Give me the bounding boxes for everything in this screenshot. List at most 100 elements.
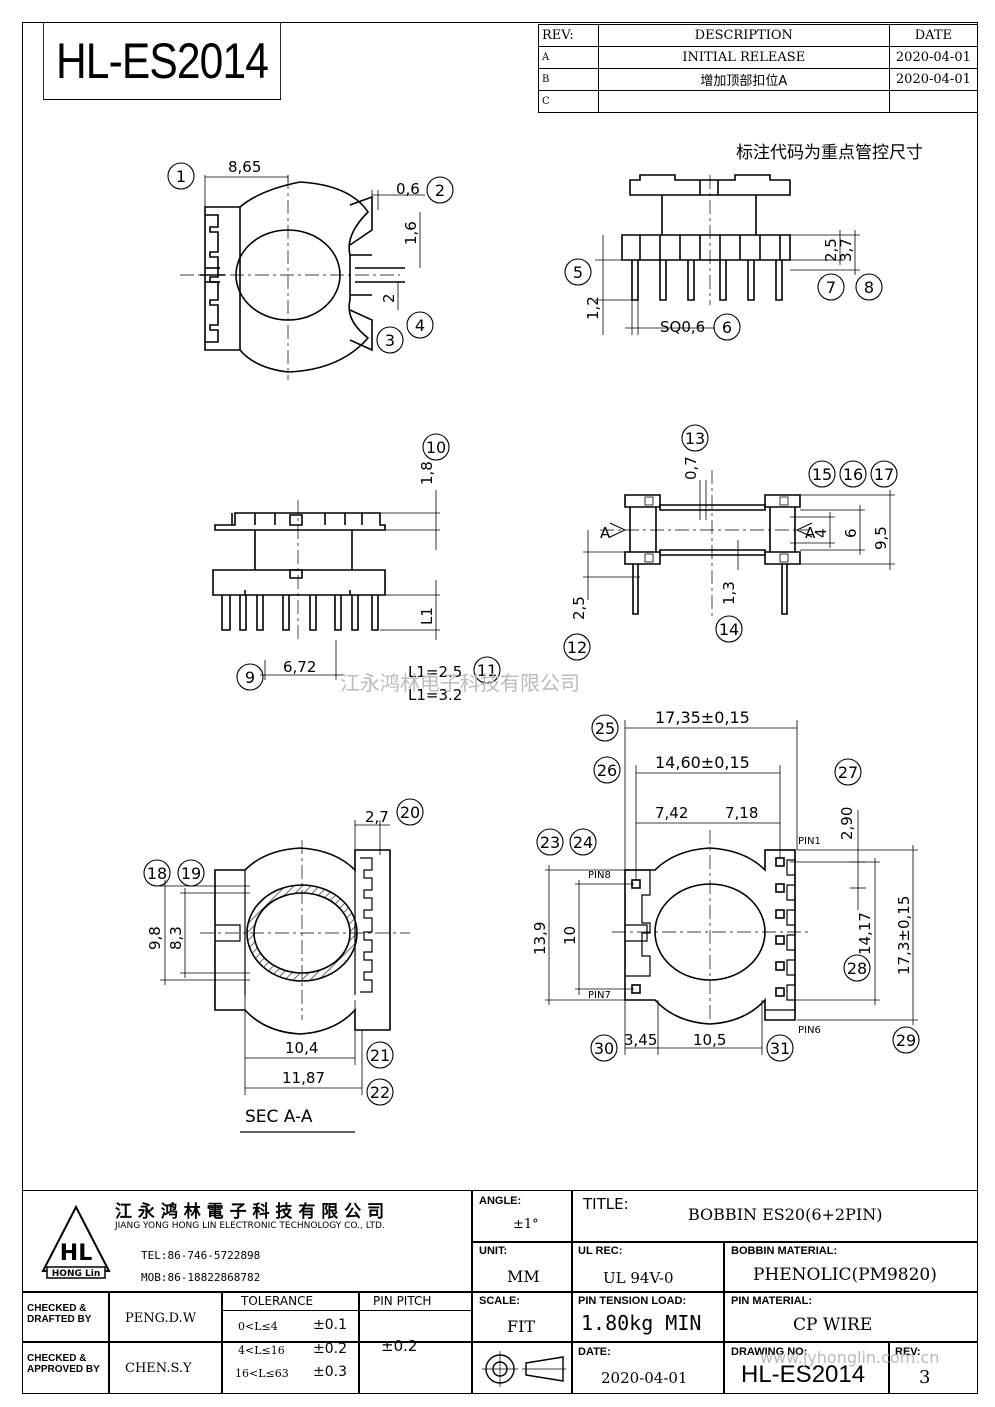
dim-label: 2,7 <box>365 808 389 826</box>
balloon-9: 9 <box>245 668 255 687</box>
checked-approved-value: CHEN.S.Y <box>125 1361 192 1376</box>
section-marker-right: A <box>805 524 816 542</box>
title-label: TITLE: <box>583 1195 629 1213</box>
pin-label: PIN1 <box>798 836 821 847</box>
balloon-10: 10 <box>426 438 446 457</box>
company-watermark: 江永鸿林电子科技有限公司 <box>340 671 580 695</box>
checked-approved-label: CHECKED & APPROVED BY <box>27 1353 100 1375</box>
dimension-labels: 8,65 0,6 1,6 2 1,2 SQ0,6 2,5 3,7 1,8 L1 … <box>146 158 913 1127</box>
key-dimension-note: 标注代码为重点管控尺寸 <box>736 143 923 163</box>
pin-material-value: CP WIRE <box>793 1315 873 1335</box>
side-view-4 <box>583 470 895 620</box>
tolerance-value: ±0.1 <box>313 1317 347 1333</box>
pin-pitch-label: PIN PITCH <box>373 1294 432 1308</box>
dim-label: 10,5 <box>693 1031 726 1049</box>
dim-label: 10,4 <box>285 1039 318 1057</box>
date-cell <box>888 90 979 113</box>
balloon-4: 4 <box>415 316 425 335</box>
pin-tension-value: 1.80kg MIN <box>581 1311 702 1335</box>
dim-label: 1,8 <box>418 461 436 485</box>
bobbin-material-value: PHENOLIC(PM9820) <box>753 1265 937 1285</box>
dim-label: 2,5 <box>822 238 840 262</box>
balloon-5: 5 <box>573 263 583 282</box>
scale-label: SCALE: <box>479 1295 520 1307</box>
rev-label: REV: <box>895 1346 921 1358</box>
pin-material-label: PIN MATERIAL: <box>731 1295 813 1307</box>
dim-label: 1,3 <box>720 581 738 605</box>
dim-label: 10 <box>561 926 579 945</box>
pin-pitch-value: ±0.2 <box>381 1337 418 1355</box>
pin-label: PIN6 <box>798 1025 821 1036</box>
date-cell: 2020-04-01 <box>888 68 979 91</box>
tolerance-label: TOLERANCE <box>241 1294 314 1308</box>
unit-label: UNIT: <box>479 1245 508 1257</box>
balloon-14: 14 <box>719 620 739 639</box>
bobbin-material-label: BOBBIN MATERIAL: <box>731 1245 838 1257</box>
balloon-18: 18 <box>147 864 167 883</box>
dim-label: 2,5 <box>570 596 588 620</box>
dim-label: 17,3±0,15 <box>895 896 913 975</box>
revision-row: A INITIAL RELEASE 2020-04-01 <box>538 46 979 69</box>
balloon-2: 2 <box>435 181 445 200</box>
dim-label: 3,45 <box>624 1031 657 1049</box>
balloon-16: 16 <box>843 465 863 484</box>
balloon-8: 8 <box>864 278 874 297</box>
date-label: DATE: <box>578 1346 611 1358</box>
balloon-13: 13 <box>685 429 705 448</box>
title-value: BOBBIN ES20(6+2PIN) <box>688 1205 883 1224</box>
balloon-22: 22 <box>370 1083 390 1102</box>
dim-label: 17,35±0,15 <box>655 708 750 727</box>
pin-label: PIN7 <box>588 990 611 1001</box>
balloon-27: 27 <box>838 763 858 782</box>
company-name-en: JIANG YONG HONG LIN ELECTRONIC TECHNOLOG… <box>115 1221 385 1231</box>
balloon-25: 25 <box>595 719 615 738</box>
checked-drafted-label: CHECKED & DRAFTED BY <box>27 1303 92 1325</box>
top-view-1 <box>180 175 425 380</box>
balloon-7: 7 <box>826 278 836 297</box>
ul-rec-value: UL 94V-0 <box>603 1269 674 1287</box>
description-cell: 增加顶部扣位A <box>597 68 890 91</box>
revision-row: C <box>538 90 979 113</box>
dim-label: L1 <box>418 607 436 625</box>
scale-value: FIT <box>507 1317 536 1336</box>
title-block: HL HONG Lin 江 永 鸿 林 電 子 科 技 有 限 公 司 JIAN… <box>22 1190 978 1394</box>
balloon-28: 28 <box>847 959 867 978</box>
balloon-1: 1 <box>176 167 186 186</box>
balloon-24: 24 <box>573 833 593 852</box>
dim-label: 7,42 <box>655 804 688 822</box>
date-value: 2020-04-01 <box>601 1369 688 1387</box>
pin-label: PIN8 <box>588 870 611 881</box>
section-label: SEC A-A <box>245 1107 313 1127</box>
balloon-29: 29 <box>896 1031 916 1050</box>
revision-table: REV: DESCRIPTION DATE A INITIAL RELEASE … <box>538 24 979 113</box>
dim-label: SQ0,6 <box>660 318 705 336</box>
unit-value: MM <box>507 1267 540 1286</box>
tolerance-value: ±0.3 <box>313 1364 347 1380</box>
balloon-20: 20 <box>400 803 420 822</box>
technical-drawing: 1 2 3 4 5 6 7 8 9 10 11 12 13 14 15 16 1… <box>143 158 920 1133</box>
logo-letters: HL <box>60 1241 92 1266</box>
dim-label: 2,90 <box>838 807 856 840</box>
balloon-26: 26 <box>597 761 617 780</box>
dim-label: 13,9 <box>531 922 549 955</box>
angle-label: ANGLE: <box>479 1195 522 1207</box>
balloon-17: 17 <box>874 465 894 484</box>
description-header: DESCRIPTION <box>597 24 890 47</box>
dim-label: L1=3.2 <box>408 686 462 704</box>
dim-label: 2 <box>380 293 398 303</box>
tolerance-range: 16<L≤63 <box>235 1367 289 1380</box>
company-tel: TEL:86-746-5722898 <box>141 1249 261 1262</box>
balloon-23: 23 <box>540 833 560 852</box>
dim-label: 1,2 <box>584 296 602 320</box>
angle-value: ±1° <box>513 1217 539 1232</box>
part-number-title: HL-ES2014 <box>43 22 281 100</box>
balloon-31: 31 <box>770 1039 790 1058</box>
dim-label: 14,17 <box>856 912 874 955</box>
balloon-19: 19 <box>181 864 201 883</box>
side-view-2 <box>595 174 860 335</box>
dim-label: 1,6 <box>402 221 420 245</box>
drawing-no-label: DRAWING NO: <box>731 1346 808 1358</box>
date-cell: 2020-04-01 <box>888 46 979 69</box>
projection-symbol <box>478 1349 568 1393</box>
revision-row: B 增加顶部扣位A 2020-04-01 <box>538 68 979 91</box>
